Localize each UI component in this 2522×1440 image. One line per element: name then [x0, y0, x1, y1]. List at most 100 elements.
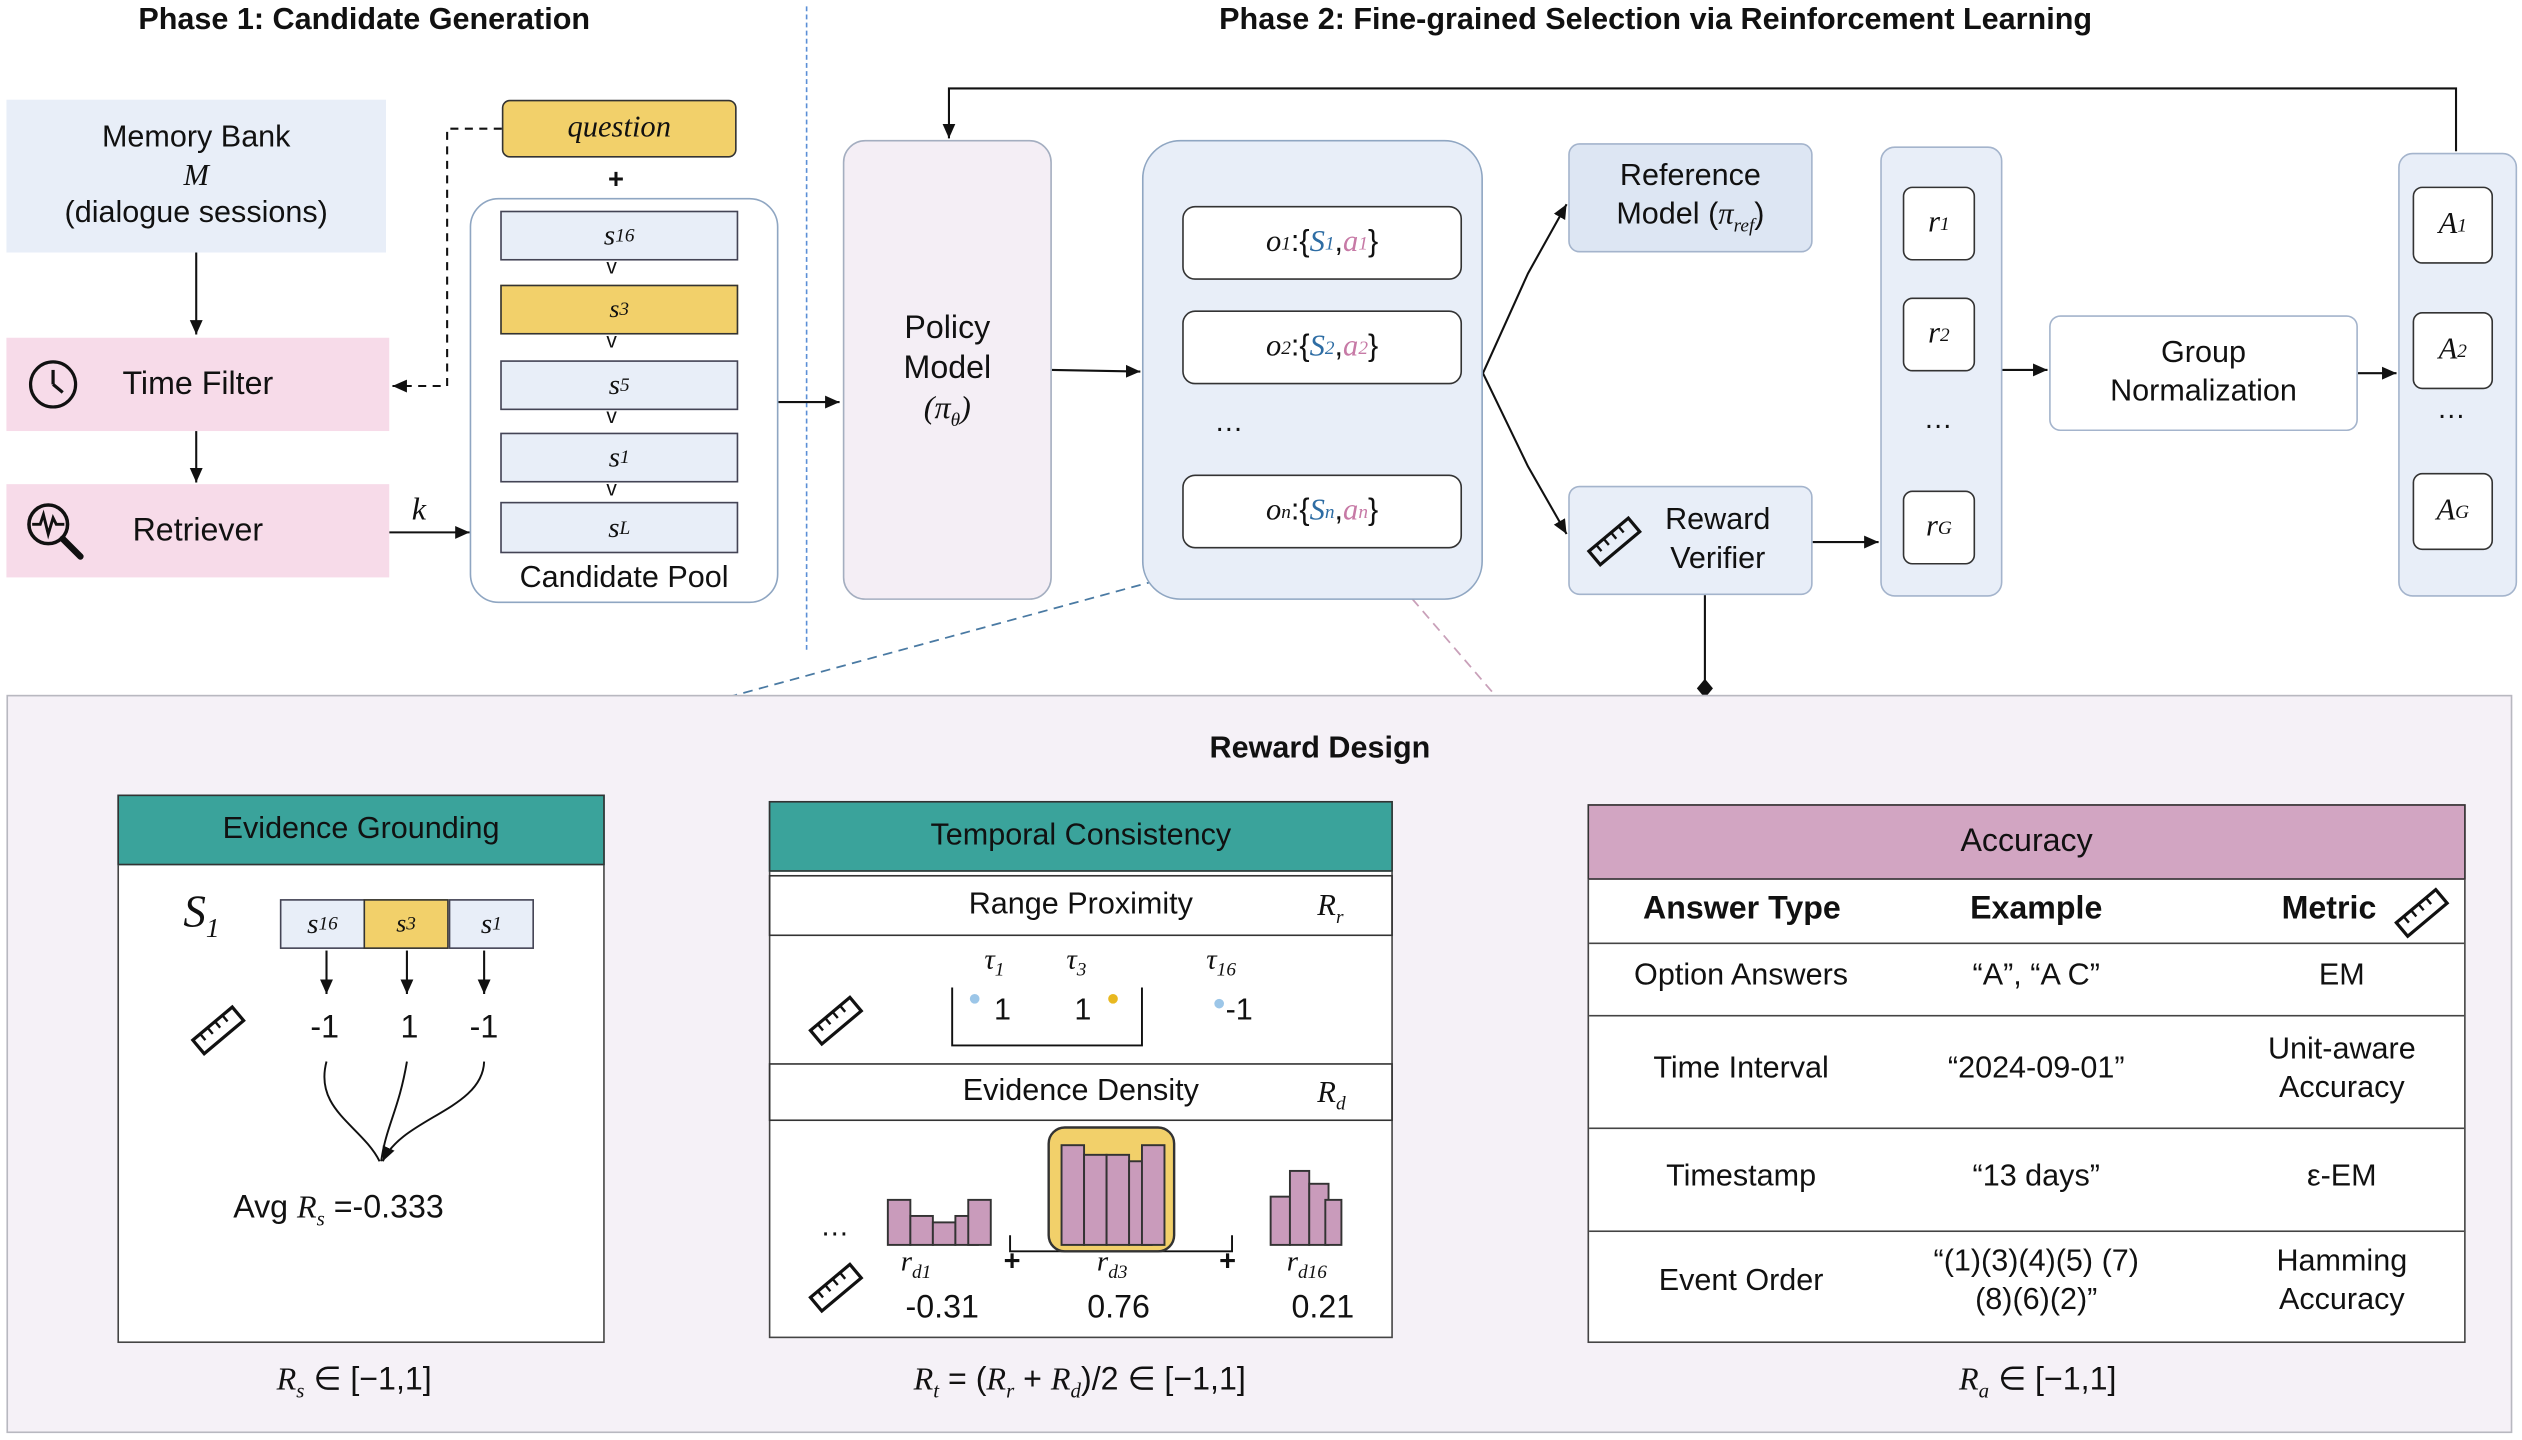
rd-d1: rd1 — [900, 1244, 932, 1283]
time-filter-label: Time Filter — [122, 365, 274, 402]
policy-model: Policy Model (πθ) — [842, 139, 1052, 600]
phase2-title: Phase 2: Fine-grained Selection via Rein… — [1219, 3, 2093, 37]
acc-range: Ra ∈ [−1,1] — [1959, 1362, 2117, 1403]
rd-value: 0.21 — [1291, 1289, 1355, 1326]
acc-metric: Hamming Accuracy — [2276, 1244, 2408, 1317]
reference-line1: Reference — [1619, 159, 1761, 194]
temporal-header: Temporal Consistency — [768, 800, 1393, 872]
arrow-outputs-to-verifier — [1482, 372, 1568, 535]
memory-bank: Memory Bank M (dialogue sessions) — [6, 99, 387, 253]
arrow-question-to-filter — [392, 127, 502, 393]
rewards-ellipsis: … — [1923, 402, 1953, 435]
policy-line1: Policy — [904, 309, 991, 346]
search-pulse-icon — [27, 503, 84, 560]
ed-symbol: Rd — [1317, 1076, 1346, 1115]
pool-chevron: v — [606, 328, 617, 353]
reward-design-title: Reward Design — [1209, 731, 1431, 766]
acc-metric: Unit-aware Accuracy — [2267, 1032, 2416, 1105]
candidate-pool-label: Candidate Pool — [519, 561, 729, 596]
norm-line2: Normalization — [2110, 374, 2297, 409]
tau-value: 1 — [993, 993, 1012, 1028]
acc-type: Option Answers — [1634, 958, 1849, 993]
verifier-line1: Reward — [1665, 503, 1771, 538]
question-box: question — [501, 99, 737, 158]
evidence-grounding-panel — [117, 794, 605, 1344]
acc-example: “(1)(3)(4)(5) (7)(8)(6)(2)” — [1933, 1244, 2139, 1317]
acc-row-divider — [1589, 1014, 2465, 1017]
tau3-dot — [1108, 993, 1118, 1004]
evidence-density-bar: Evidence Density Rd — [768, 1063, 1393, 1122]
tau-16: τ16 — [1206, 942, 1236, 981]
memory-bank-desc: (dialogue sessions) — [64, 196, 328, 231]
retriever-label: Retriever — [132, 512, 264, 548]
acc-col-header: Metric — [2281, 891, 2377, 927]
tau-1: τ1 — [984, 942, 1005, 981]
rp-ruler-icon — [808, 995, 864, 1047]
reward-verifier: Reward Verifier — [1568, 485, 1813, 596]
tau16-dot — [1214, 998, 1224, 1009]
memory-bank-label: Memory Bank — [101, 120, 291, 155]
rd-d3: rd3 — [1096, 1244, 1128, 1283]
histogram-d3 — [1060, 1144, 1166, 1246]
plus-left: + — [1003, 1244, 1021, 1278]
eg-score: -1 — [310, 1010, 340, 1046]
acc-type: Event Order — [1658, 1264, 1824, 1298]
eg-score: -1 — [469, 1010, 499, 1046]
arrow-policy-to-outputs — [1051, 364, 1141, 378]
accuracy-header: Accuracy — [1587, 804, 2466, 880]
tau-value: 1 — [1074, 993, 1092, 1028]
acc-row-divider — [1589, 942, 2465, 945]
rd-value: -0.31 — [905, 1289, 979, 1326]
plus-sign: + — [607, 164, 624, 195]
pool-chevron: v — [606, 403, 617, 428]
acc-example: “A”, “A C” — [1972, 958, 2100, 993]
rd-value: 0.76 — [1087, 1289, 1150, 1326]
eg-average: Avg Rs =-0.333 — [233, 1190, 444, 1231]
reference-model: Reference Model (πref) — [1568, 143, 1813, 253]
metric-ruler-icon — [2394, 887, 2450, 939]
rd-d16: rd16 — [1286, 1244, 1327, 1283]
phase1-title: Phase 1: Candidate Generation — [138, 3, 591, 37]
arrow-feedback-loop — [942, 87, 2458, 152]
evidence-density-label: Evidence Density — [962, 1074, 1199, 1109]
rp-symbol: Rr — [1317, 889, 1344, 928]
phase-divider — [805, 6, 808, 650]
eg-score: 1 — [400, 1010, 419, 1046]
verifier-line2: Verifier — [1670, 542, 1766, 576]
plus-right: + — [1219, 1244, 1237, 1278]
k-label: k — [411, 492, 427, 528]
pool-chevron: v — [606, 476, 617, 501]
tau-value: -1 — [1225, 993, 1253, 1028]
policy-pi: (πθ) — [923, 390, 971, 431]
question-label: question — [567, 110, 672, 145]
eg-ruler-icon — [190, 1004, 246, 1056]
outputs-ellipsis: … — [1214, 405, 1244, 438]
tau1-dot — [969, 993, 980, 1004]
histogram-d1 — [886, 1198, 992, 1246]
acc-example: “13 days” — [1972, 1159, 2100, 1194]
time-filter: Time Filter — [6, 337, 390, 432]
ed-ruler-icon — [808, 1262, 864, 1314]
range-proximity-bar: Range Proximity Rr — [768, 874, 1393, 937]
accuracy-panel — [1587, 804, 2466, 1344]
policy-line2: Model — [903, 349, 992, 386]
acc-row-divider — [1589, 1230, 2465, 1233]
ruler-icon — [1586, 515, 1642, 567]
arrow-outputs-to-reference — [1481, 203, 1568, 374]
pool-chevron: v — [606, 254, 617, 279]
